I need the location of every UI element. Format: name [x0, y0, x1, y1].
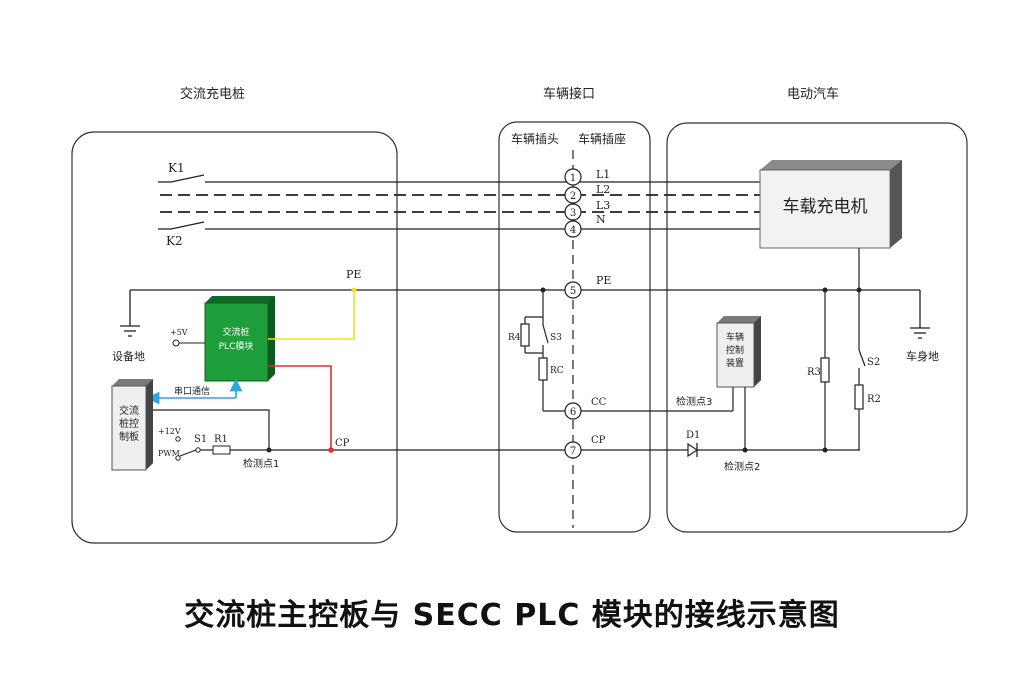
s1-label: S1 [194, 434, 207, 445]
pin-7-label: 7 [570, 446, 576, 457]
cp-node-label: CP [335, 438, 350, 449]
pin-3 [564, 203, 582, 221]
s2-top-node [856, 287, 862, 293]
r3-bottom-node [822, 447, 828, 453]
vehicle-box [666, 122, 968, 533]
r3-top-node [822, 287, 828, 293]
cp-label-interface: CP [591, 435, 606, 446]
controller-label-2: 桩控 [119, 417, 139, 430]
body-ground-icon [910, 290, 930, 339]
r4-label: R4 [508, 333, 521, 343]
line-label-l1: L1 [596, 168, 610, 181]
plc-module-block [204, 296, 275, 382]
pin-2-label: 2 [570, 191, 576, 202]
r1-resistor [212, 445, 231, 455]
s3-label: S3 [550, 333, 562, 343]
socket-label: 车辆插座 [578, 131, 626, 146]
pin-3-label: 3 [570, 208, 576, 219]
s1-terminal-12v [175, 436, 181, 442]
onboard-charger-label: 车载充电机 [783, 197, 868, 217]
section-title-interface: 车辆接口 [543, 86, 595, 102]
plus12v-label: +12V [158, 427, 181, 436]
r2-label: R2 [867, 394, 881, 405]
s1-terminal-pwm [175, 455, 181, 461]
charger-box [71, 131, 398, 544]
pin-2 [564, 186, 582, 204]
k1-switch [170, 174, 205, 183]
cc-resistor-network [520, 290, 549, 411]
vcu-label-1: 车辆 [726, 331, 744, 343]
d1-diode [687, 442, 699, 458]
k2-switch [170, 221, 205, 230]
pin-6-label: 6 [570, 407, 576, 418]
line-label-l2: L2 [596, 183, 610, 196]
pin-7 [564, 441, 582, 459]
vehicle-control-unit-block [716, 316, 761, 388]
serial-comm-label: 串口通信 [174, 385, 210, 397]
pe-label-top: PE [346, 268, 361, 281]
diagram-caption: 交流桩主控板与 SECC PLC 模块的接线示意图 [184, 598, 840, 633]
interface-box [498, 121, 651, 533]
plus5v-label: +5V [170, 328, 188, 337]
pwm-label: PWM [158, 449, 180, 458]
test-point-1-node [266, 447, 272, 453]
test-point-3-label: 检测点3 [676, 395, 712, 408]
k2-label: K2 [166, 234, 183, 248]
onboard-charger-block [759, 160, 902, 249]
equipment-ground-label: 设备地 [112, 349, 145, 363]
controller-board-block [111, 379, 153, 471]
vcu-label-3: 装置 [726, 357, 744, 369]
pin-1 [564, 168, 582, 186]
plc-module-label-1: 交流桩 [222, 326, 249, 338]
pe-label-interface: PE [596, 274, 611, 287]
s1-switch [179, 449, 197, 457]
pin-6 [564, 402, 582, 420]
test-point-1-label: 检测点1 [243, 457, 279, 470]
body-ground-label: 车身地 [906, 349, 939, 363]
plc-pe-wire [268, 290, 355, 340]
cp-red-node [328, 447, 334, 453]
vcu-label-2: 控制 [726, 344, 744, 356]
pin-5 [564, 281, 582, 299]
controller-label-3: 制板 [119, 430, 139, 443]
line-label-l3: L3 [596, 199, 610, 212]
section-title-charger: 交流充电桩 [180, 86, 245, 102]
line-label-n: N [596, 213, 606, 226]
controller-label-1: 交流 [119, 404, 139, 417]
pin-5-label: 5 [570, 286, 576, 297]
pin-circles [564, 168, 582, 459]
k1-label: K1 [168, 161, 185, 175]
pin-4-label: 4 [570, 225, 576, 236]
pin-4 [564, 220, 582, 238]
equipment-ground-icon [120, 290, 140, 337]
r1-label: R1 [214, 434, 228, 445]
pin-1-label: 1 [570, 173, 576, 184]
cc-label: CC [591, 397, 607, 408]
d1-label: D1 [686, 430, 700, 441]
plug-label: 车辆插头 [511, 131, 559, 146]
s2-label: S2 [867, 357, 880, 368]
plc-module-label-2: PLC模块 [219, 340, 254, 352]
cc-pe-node [540, 287, 546, 293]
power-lines [158, 174, 760, 230]
rc-label: RC [550, 366, 564, 376]
section-title-vehicle: 电动汽车 [787, 86, 839, 102]
test-point-2-label: 检测点2 [724, 460, 760, 473]
plc-cp-wire [268, 365, 332, 450]
r3-label: R3 [807, 367, 821, 378]
plus5v-terminal [172, 339, 180, 347]
controller-sense-wire [153, 409, 270, 450]
vehicle-resistor-network [820, 248, 866, 450]
